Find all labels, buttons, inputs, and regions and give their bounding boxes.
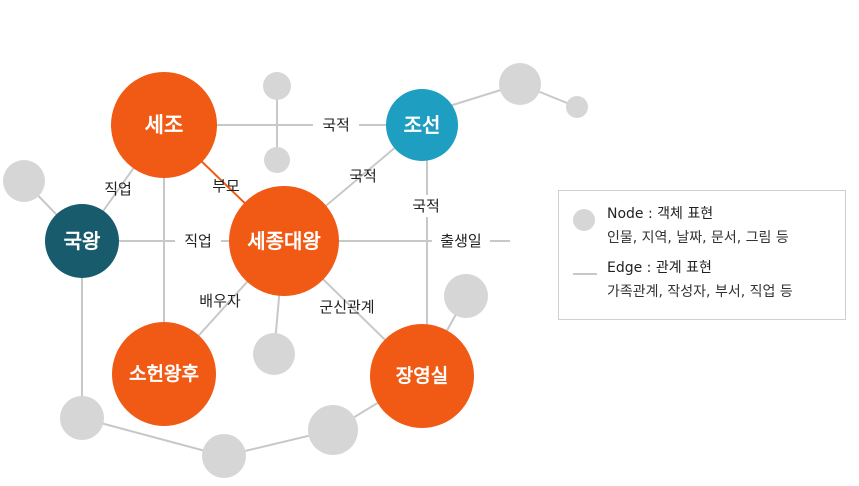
node-sejo: 세조: [111, 72, 217, 178]
edge-label-sejong-birthday: 출생일: [440, 232, 481, 250]
legend-edge-desc: 가족관계, 작성자, 부서, 직업 등: [607, 284, 793, 300]
gray-node: [308, 405, 358, 455]
gray-node: [566, 96, 588, 118]
gray-node: [264, 147, 290, 173]
legend-edge-title: Edge : 관계 표현: [607, 260, 712, 276]
legend-node-title: Node : 객체 표현: [607, 206, 714, 222]
edge-label-gukwang-sejong: 직업: [184, 232, 212, 250]
node-joseon-label: 조선: [404, 113, 441, 137]
edge-label-sejong-joseon: 국적: [349, 167, 377, 185]
gray-node: [263, 72, 291, 100]
edge-swatch-icon: [573, 273, 597, 275]
node-joseon: 조선: [386, 89, 458, 161]
edge-label-sejo-gukwang: 직업: [104, 180, 132, 198]
legend-box: Node : 객체 표현 인물, 지역, 날짜, 문서, 그림 등 Edge :…: [558, 190, 846, 320]
edge-gray: [81, 417, 225, 457]
node-soheon-label: 소헌왕후: [129, 363, 199, 385]
gray-node: [444, 274, 488, 318]
node-swatch-icon: [573, 209, 595, 231]
node-soheon: 소헌왕후: [112, 322, 216, 426]
gray-node: [60, 396, 104, 440]
gray-node: [253, 333, 295, 375]
edge-label-sejong-jangyeongsil: 군신관계: [319, 298, 374, 316]
legend-node-desc: 인물, 지역, 날짜, 문서, 그림 등: [607, 230, 789, 246]
node-jangyeongsil: 장영실: [370, 324, 474, 428]
node-gukwang-label: 국왕: [64, 229, 101, 253]
gray-node: [3, 160, 45, 202]
edge-labels: 국적 부모 직업 직업 국적 출생일 배우자 군신관계 국적: [104, 114, 490, 316]
node-gukwang: 국왕: [45, 204, 119, 278]
gray-node: [499, 63, 541, 105]
node-sejong-label: 세종대왕: [247, 229, 321, 253]
edge-label-jangyeongsil-joseon: 국적: [412, 197, 440, 215]
node-sejong: 세종대왕: [229, 186, 339, 296]
gray-node: [202, 434, 246, 478]
gray-nodes: [3, 63, 588, 478]
edge-label-sejo-joseon: 국적: [322, 116, 350, 134]
node-jangyeongsil-label: 장영실: [396, 365, 448, 387]
node-sejo-label: 세조: [145, 113, 184, 137]
edge-label-sejong-soheon: 배우자: [199, 292, 241, 310]
edge-label-sejo-sejong: 부모: [212, 177, 240, 195]
